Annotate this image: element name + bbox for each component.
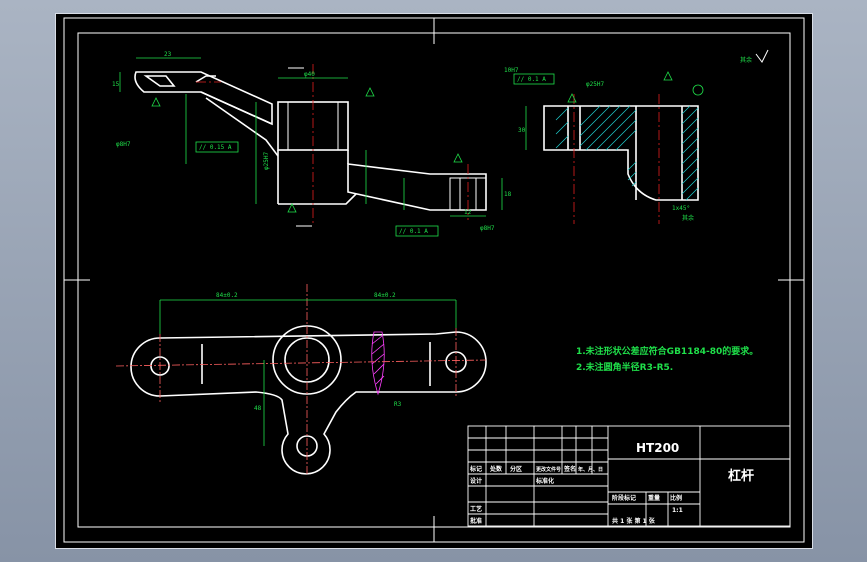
svg-text:// 0.15 A: // 0.15 A: [199, 144, 232, 151]
front-view: 23 15 φ40 18 12 // 0.15 A: [112, 51, 512, 237]
fit-label-4: 10H7: [504, 67, 519, 74]
chamfer-label: 1x45°: [672, 205, 690, 212]
svg-text:// 0.1 A: // 0.1 A: [517, 76, 546, 83]
drawing-canvas: 23 15 φ40 18 12 // 0.15 A: [63, 17, 805, 543]
dim-r3: R3: [394, 401, 402, 408]
dim-48: 48: [254, 405, 262, 412]
material-label: HT200: [636, 441, 679, 455]
fit-label-1: φ8H7: [116, 141, 131, 148]
svg-text:比例: 比例: [670, 494, 682, 502]
drawing-viewport[interactable]: 23 15 φ40 18 12 // 0.15 A: [55, 13, 813, 549]
title-block: 标记 处数 分区 更改文件号 签名 年、月、日 设计 标准化 工艺 批准 阶段标…: [467, 425, 791, 527]
svg-text:1:1: 1:1: [672, 507, 683, 514]
fit-label-3: φ8H7: [480, 225, 495, 232]
svg-text:标准化: 标准化: [535, 477, 554, 485]
fit-label-2: φ25H7: [263, 152, 270, 170]
svg-text:批准: 批准: [470, 517, 482, 525]
svg-text:工艺: 工艺: [470, 505, 482, 513]
dim-15: 15: [112, 81, 120, 88]
dim-18: 18: [504, 191, 512, 198]
other-label: 其余: [682, 214, 694, 222]
svg-text:更改文件号: 更改文件号: [536, 466, 561, 473]
note-line-2: 2.未注圆角半径R3-R5.: [576, 361, 673, 373]
svg-text:签名: 签名: [563, 465, 576, 473]
inner-border: [77, 32, 791, 528]
svg-text:重量: 重量: [648, 494, 660, 502]
dim-84-left: 84±0.2: [216, 292, 238, 299]
svg-text:阶段标记: 阶段标记: [612, 494, 636, 502]
dim-23: 23: [164, 51, 172, 58]
dim-phi40: φ40: [304, 71, 315, 78]
svg-text:年、月、日: 年、月、日: [578, 466, 603, 473]
part-name-label: 杠杆: [728, 468, 754, 484]
outer-border: [63, 17, 805, 543]
surface-finish-note: 其余: [740, 56, 752, 64]
svg-text:设计: 设计: [470, 477, 482, 485]
dim-84-right: 84±0.2: [374, 292, 396, 299]
dim-12: 12: [464, 209, 472, 216]
dim-30: 30: [518, 127, 526, 134]
svg-text:// 0.1 A: // 0.1 A: [399, 228, 428, 235]
top-view: 84±0.2 84±0.2 48 R3: [115, 284, 487, 475]
tolerance-frame-1: // 0.15 A: [195, 141, 239, 153]
tolerance-frame-2: // 0.1 A: [395, 225, 439, 237]
svg-text:共 1 张 第 1 张: 共 1 张 第 1 张: [612, 517, 656, 525]
section-hatch: [555, 105, 699, 201]
note-line-1: 1.未注形状公差应符合GB1184-80的要求。: [576, 345, 758, 357]
technical-notes: 1.未注形状公差应符合GB1184-80的要求。 2.未注圆角半径R3-R5.: [576, 345, 758, 373]
svg-text:处数: 处数: [489, 465, 503, 473]
svg-text:分区: 分区: [510, 465, 522, 473]
fit-label-5: φ25H7: [586, 81, 604, 88]
svg-text:标记: 标记: [469, 465, 482, 473]
section-view: 30 10H7 φ25H7 // 0.1 A 1x45° 其余 其余: [504, 49, 769, 224]
tolerance-frame-3: // 0.1 A: [513, 73, 555, 85]
